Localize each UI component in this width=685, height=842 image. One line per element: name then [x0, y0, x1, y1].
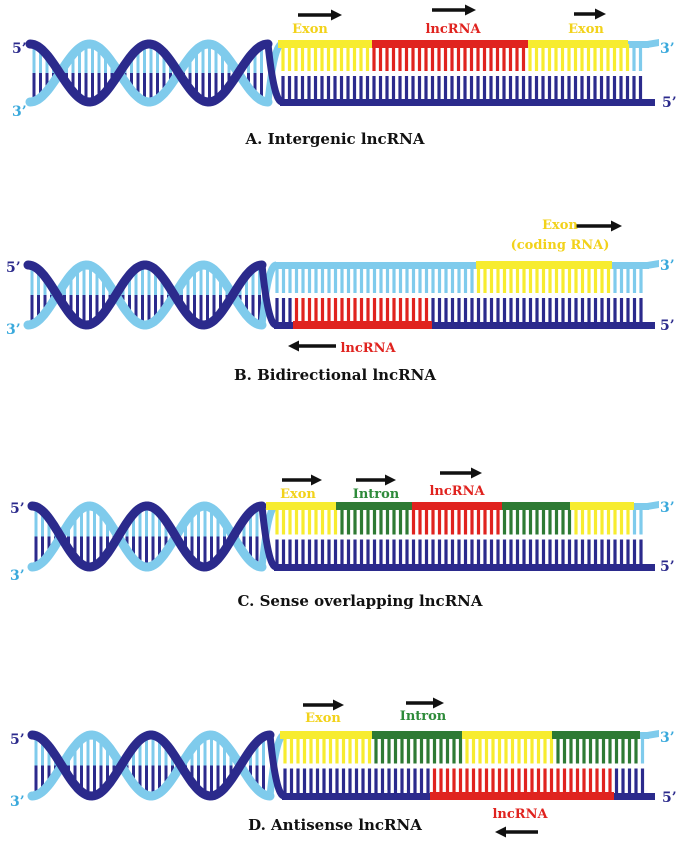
- arrow-right-icon: [465, 4, 476, 16]
- bottom-right-end-label: 5’: [662, 790, 677, 806]
- panel-caption: D. Antisense lncRNA: [248, 816, 422, 834]
- exon-label: (coding RNA): [511, 238, 610, 253]
- bottom-left-end-label: 3’: [10, 794, 25, 810]
- exon-segment: [266, 502, 336, 510]
- helix-light-strand: [27, 730, 275, 801]
- top-right-end-label: 3’: [660, 500, 675, 516]
- panel-caption: A. Intergenic lncRNA: [245, 130, 425, 148]
- panel-caption: C. Sense overlapping lncRNA: [237, 592, 482, 610]
- region-labels: Exon Intron lncRNA: [280, 467, 485, 502]
- panel-bidirectional: Exon (coding RNA) lncRNA 5’ 3’ 3’ 5’ B. Bi…: [6, 218, 675, 384]
- arrow-right-icon: [331, 9, 342, 21]
- exon-segment: [476, 261, 612, 269]
- lncrna-segment: [293, 321, 432, 329]
- arrow-left-icon: [288, 340, 299, 352]
- bottom-right-end-label: 5’: [660, 318, 675, 334]
- strand-tail: [647, 501, 659, 510]
- arrow-right-icon: [333, 699, 344, 711]
- bottom-right-end-label: 5’: [660, 559, 675, 575]
- exon-segment: [570, 502, 634, 510]
- top-strand-backbone: [274, 262, 649, 269]
- panel-intergenic: Exon lncRNA Exon 5’ 3’ 3’ 5’ A. Intergenic…: [12, 4, 677, 148]
- top-left-end-label: 5’: [12, 41, 27, 57]
- arrow-right-icon: [611, 220, 622, 232]
- bottom-strand-backbone: [274, 564, 655, 571]
- helix-dark-strand: [27, 501, 267, 572]
- lncrna-label: lncRNA: [429, 484, 485, 499]
- intron-label: Intron: [400, 709, 447, 724]
- top-left-end-label: 5’: [6, 260, 21, 276]
- bottom-strand-backbone: [274, 322, 655, 329]
- panel-caption: B. Bidirectional lncRNA: [234, 366, 436, 384]
- intron-segment: [552, 731, 640, 739]
- intron-segment: [336, 502, 412, 510]
- helix-dark-strand: [23, 260, 267, 330]
- bottom-right-end-label: 5’: [662, 95, 677, 111]
- strand-tail: [647, 730, 659, 739]
- arrow-right-icon: [385, 474, 396, 486]
- panel-antisense: Exon Intron lncRNA 5’ 3’ 3’ 5’ D. Antisens…: [10, 697, 677, 838]
- helix-dark-strand: [25, 39, 273, 107]
- top-right-end-label: 3’: [660, 41, 675, 57]
- panel-sense-overlapping: Exon Intron lncRNA 5’ 3’ 3’ 5’ C. Sense ov…: [10, 467, 675, 610]
- top-right-end-label: 3’: [660, 730, 675, 746]
- arrow-left-icon: [495, 826, 506, 838]
- exon-segment: [462, 731, 552, 739]
- lncrna-segment: [372, 40, 528, 48]
- dna-molecule: [23, 260, 659, 330]
- lncrna-label: lncRNA: [340, 341, 396, 356]
- helix-light-strand: [25, 39, 273, 107]
- helix-light-strand: [27, 501, 267, 572]
- dna-molecule: [27, 730, 659, 801]
- intron-label: Intron: [353, 487, 400, 502]
- lncrna-segment: [412, 502, 502, 510]
- dna-molecule: [25, 39, 659, 107]
- arrow-right-icon: [311, 474, 322, 486]
- dna-molecule: [27, 501, 659, 572]
- top-left-end-label: 5’: [10, 732, 25, 748]
- intron-segment: [372, 731, 462, 739]
- lncrna-segment: [430, 792, 614, 800]
- bottom-left-end-label: 3’: [12, 104, 27, 120]
- region-labels: Exon Intron lncRNA: [303, 697, 548, 838]
- region-labels: Exon (coding RNA) lncRNA: [288, 218, 622, 356]
- strand-tail: [647, 260, 659, 269]
- region-labels: Exon lncRNA Exon: [292, 4, 606, 37]
- top-right-end-label: 3’: [660, 258, 675, 274]
- arrow-right-icon: [471, 467, 482, 479]
- helix-dark-strand: [27, 730, 275, 801]
- lncrna-label: lncRNA: [425, 22, 481, 37]
- exon-label: Exon: [280, 487, 316, 502]
- arrow-right-icon: [595, 8, 606, 20]
- lncrna-label: lncRNA: [492, 807, 548, 822]
- top-left-end-label: 5’: [10, 501, 25, 517]
- strand-tail: [647, 39, 659, 48]
- helix-light-strand: [23, 260, 267, 330]
- exon-segment: [528, 40, 628, 48]
- exon-label: Exon: [568, 22, 604, 37]
- exon-label: Exon: [292, 22, 328, 37]
- arrow-right-icon: [433, 697, 444, 709]
- exon-label: Exon: [542, 218, 578, 233]
- exon-segment: [278, 40, 372, 48]
- exon-label: Exon: [305, 711, 341, 726]
- bottom-left-end-label: 3’: [10, 568, 25, 584]
- bottom-left-end-label: 3’: [6, 322, 21, 338]
- exon-segment: [280, 731, 372, 739]
- bottom-strand-backbone: [280, 99, 655, 106]
- intron-segment: [502, 502, 570, 510]
